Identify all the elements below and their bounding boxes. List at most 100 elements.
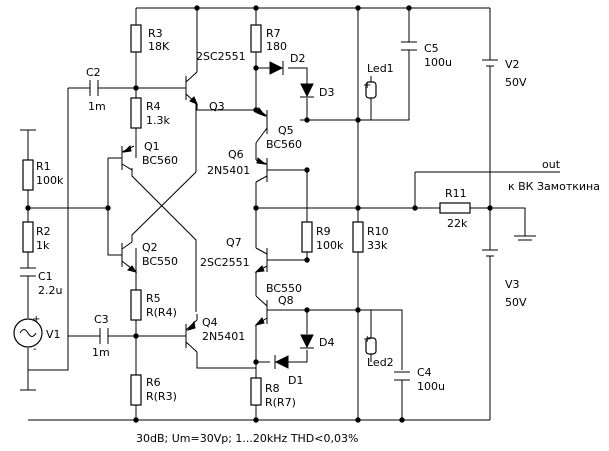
transistors <box>121 71 300 353</box>
label-r1: R1 <box>36 160 51 173</box>
label-q3: Q3 <box>209 100 225 113</box>
label-led1: Led1 <box>367 62 394 75</box>
label-r4-value: 1.3k <box>146 114 170 127</box>
grounds <box>20 129 536 391</box>
label-r7: R7 <box>266 27 281 40</box>
resistor-r1 <box>22 159 34 191</box>
label-r6: R6 <box>146 376 161 389</box>
diode-d3 <box>300 83 314 98</box>
wires <box>27 7 560 421</box>
label-r10-value: 33k <box>367 239 388 252</box>
label-d2: D2 <box>290 52 305 65</box>
resistor-r4 <box>130 97 142 129</box>
capacitor-c5 <box>401 41 417 58</box>
label-r5-value: R(R4) <box>146 306 177 319</box>
label-q2-value: BC550 <box>142 255 178 268</box>
resistor-r6 <box>130 374 142 406</box>
label-c4: C4 <box>417 366 432 379</box>
label-c5: C5 <box>424 42 439 55</box>
signal-source-v1 <box>13 318 43 348</box>
transistor-q4 <box>185 319 198 353</box>
resistor-r8 <box>250 377 262 406</box>
diode-d1 <box>274 355 289 369</box>
label-q8-value: BC550 <box>266 282 302 295</box>
label-c2-value: 1m <box>88 100 106 113</box>
battery-v3 <box>482 249 498 310</box>
label-q8: Q8 <box>278 294 294 307</box>
led-1 <box>365 76 377 120</box>
label-r7-value: 180 <box>266 40 287 53</box>
label-c1: C1 <box>38 270 53 283</box>
label-r8-value: R(R7) <box>265 396 296 409</box>
label-r11-value: 22k <box>447 217 468 230</box>
battery-v2 <box>482 59 498 95</box>
label-v1-plus: + <box>32 314 40 325</box>
label-d3: D3 <box>319 86 334 99</box>
label-d1: D1 <box>288 374 303 387</box>
resistor-r10 <box>352 221 364 253</box>
label-q6: Q6 <box>228 148 244 161</box>
capacitor-c2 <box>89 80 99 96</box>
label-q4-value: 2N5401 <box>202 330 245 343</box>
label-r11: R11 <box>445 187 467 200</box>
label-r4: R4 <box>146 100 161 113</box>
sources <box>13 59 498 348</box>
label-r9: R9 <box>316 225 331 238</box>
label-c1-value: 2.2u <box>38 284 62 297</box>
label-led2-plus: + <box>363 334 371 345</box>
label-led2: Led2 <box>367 356 394 369</box>
label-c3: C3 <box>94 313 109 326</box>
label-r2-value: 1k <box>36 239 50 252</box>
capacitor-c4 <box>394 371 410 388</box>
capacitors <box>20 41 417 388</box>
label-d4: D4 <box>319 336 334 349</box>
label-q5-value: BC560 <box>266 138 302 151</box>
resistor-r9 <box>301 221 313 253</box>
label-c3-value: 1m <box>92 346 110 359</box>
label-led1-plus: + <box>363 80 371 91</box>
label-r6-value: R(R3) <box>146 390 177 403</box>
transistor-q3 <box>185 71 198 105</box>
transistor-q2 <box>121 241 138 273</box>
resistor-r7 <box>250 24 262 53</box>
label-r3: R3 <box>148 27 163 40</box>
label-v3: V3 <box>505 278 520 291</box>
resistor-r3 <box>130 24 142 53</box>
label-out: out <box>542 158 561 171</box>
labels: R3 18K R7 180 R4 1.3k R1 100k R2 1k R5 R… <box>32 27 600 445</box>
label-r10: R10 <box>367 225 389 238</box>
transistor-q7 <box>254 247 268 273</box>
transistor-q8 <box>254 295 300 326</box>
label-r9-value: 100k <box>316 239 344 252</box>
label-q6-value: 2N5401 <box>207 164 250 177</box>
transistor-q6 <box>255 157 268 183</box>
capacitor-c3 <box>99 328 109 344</box>
label-c2: C2 <box>86 66 101 79</box>
label-q7: Q7 <box>226 236 242 249</box>
resistor-r11 <box>439 202 471 214</box>
junctions <box>25 5 493 423</box>
transistor-q5 <box>255 106 268 144</box>
diode-d4 <box>300 334 314 349</box>
label-out-note: к ВК Замоткина <box>508 180 600 193</box>
label-r2: R2 <box>36 225 51 238</box>
label-q7-value: 2SC2551 <box>200 256 250 269</box>
resistor-r5 <box>130 289 142 321</box>
label-r5: R5 <box>146 292 161 305</box>
caption: 30dB; Um=30Vp; 1...20kHz THD<0,03% <box>136 432 358 445</box>
label-v1: V1 <box>46 328 61 341</box>
label-v1-minus: - <box>33 344 37 355</box>
led-2 <box>365 337 377 362</box>
resistor-r2 <box>22 221 34 253</box>
label-q4: Q4 <box>202 316 218 329</box>
label-r8: R8 <box>265 382 280 395</box>
label-v3-value: 50V <box>505 296 527 309</box>
label-r1-value: 100k <box>36 174 64 187</box>
label-q1: Q1 <box>144 140 160 153</box>
label-q2: Q2 <box>142 241 158 254</box>
label-q3-value: 2SC2551 <box>196 50 246 63</box>
label-c4-value: 100u <box>417 380 445 393</box>
ground-output <box>514 235 536 241</box>
diode-d2 <box>269 61 284 75</box>
